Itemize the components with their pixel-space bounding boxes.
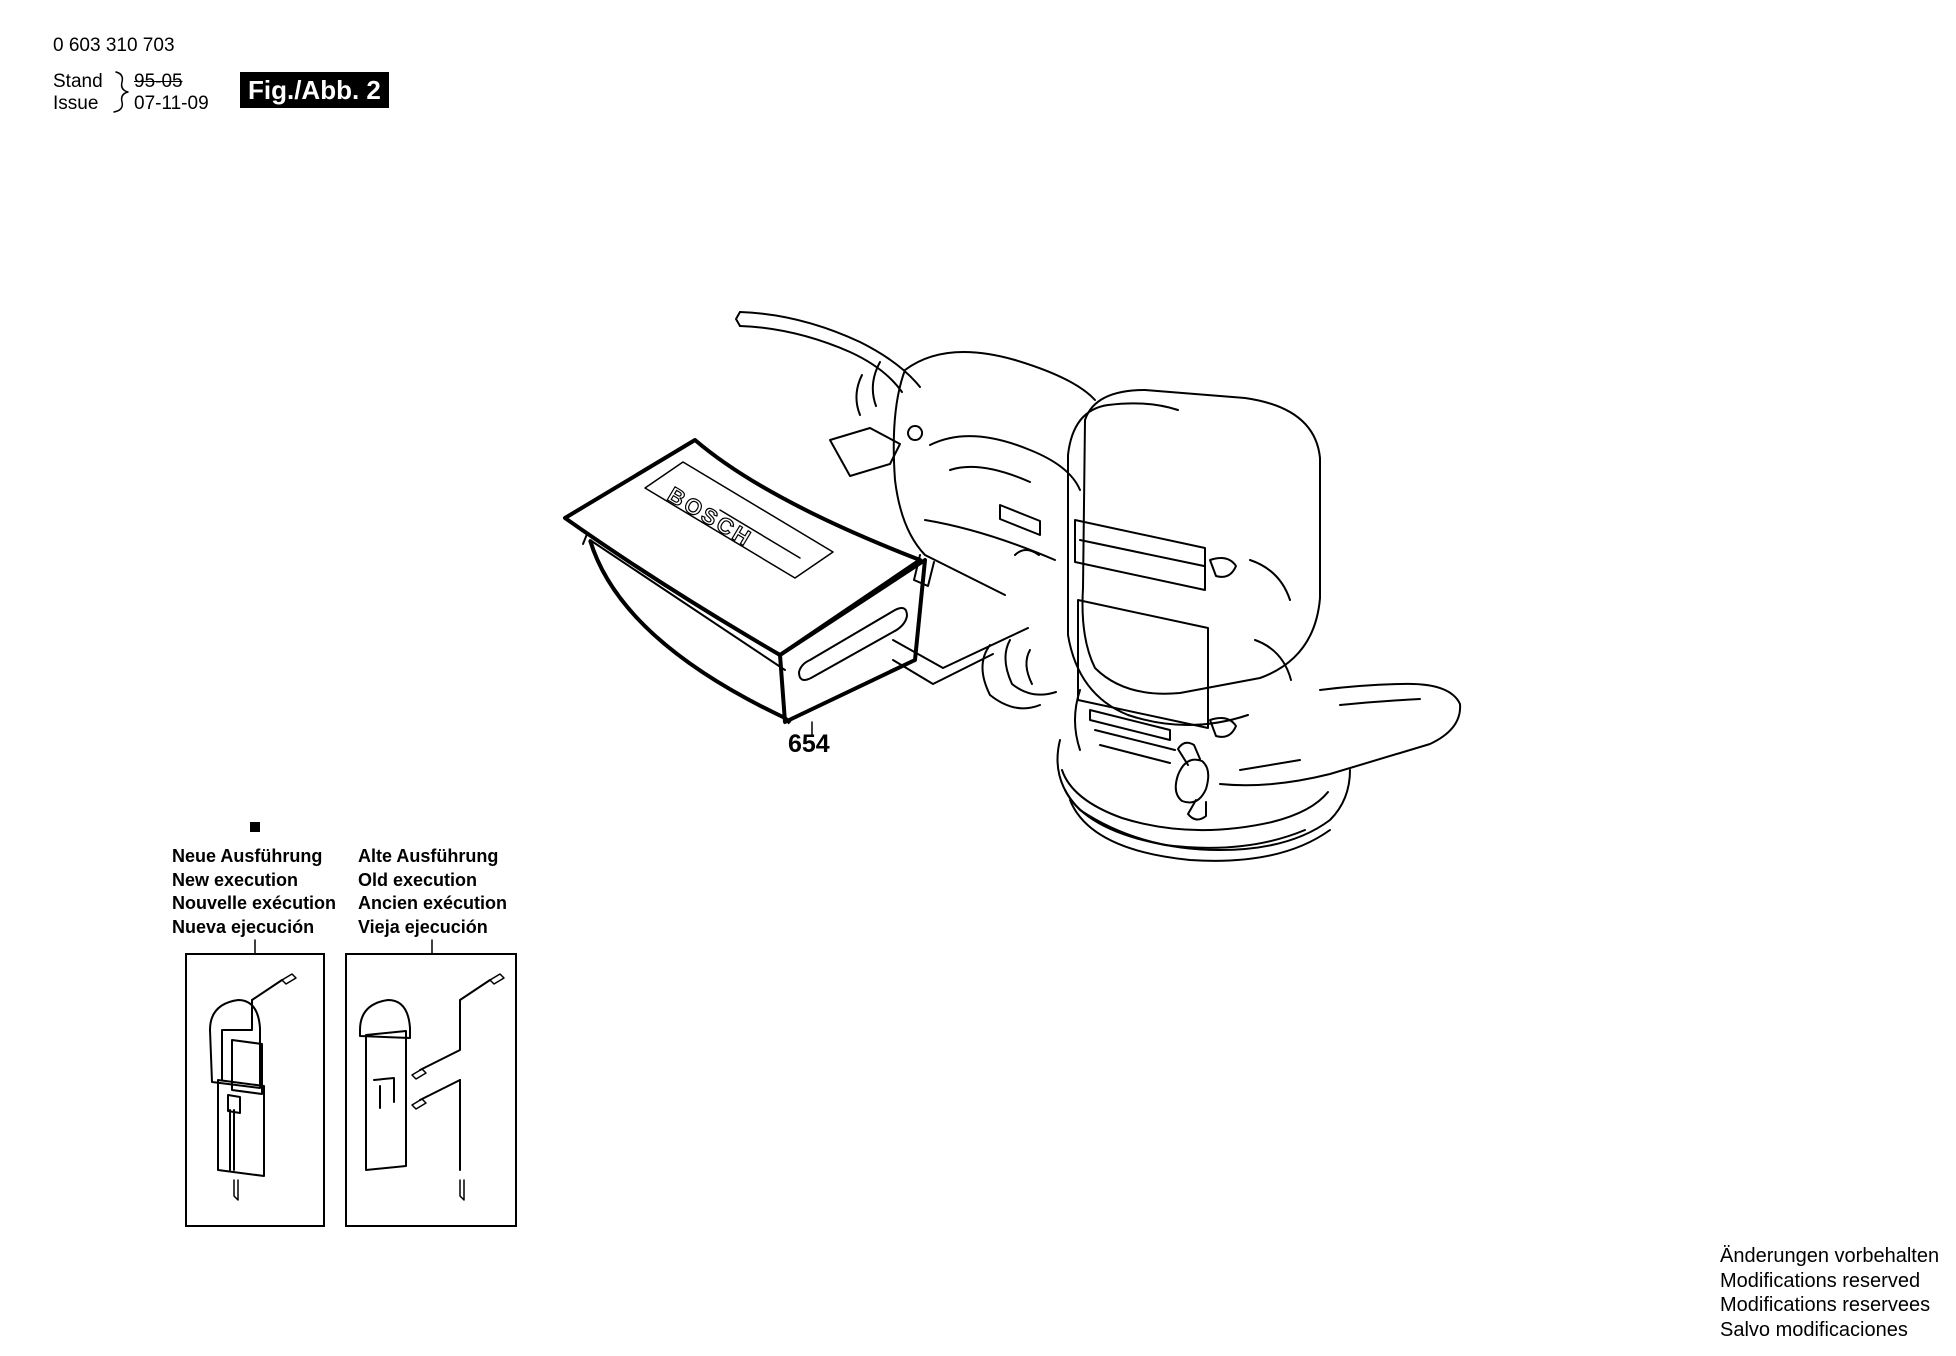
dust-outlet	[829, 427, 1057, 710]
footer-es: Salvo modificaciones	[1720, 1318, 1908, 1341]
front-handle	[1219, 682, 1462, 787]
legend-new-es: Nueva ejecución	[172, 916, 315, 937]
legend-old-en: Old execution	[358, 869, 478, 890]
legend-old-es: Vieja ejecución	[358, 916, 488, 937]
part-label-654: 654	[788, 730, 830, 758]
new-execution-panel	[185, 939, 325, 1227]
modifications-notice: Änderungen vorbehalten Modifications res…	[1720, 1244, 1939, 1342]
legend-old-de: Alte Ausführung	[358, 846, 499, 866]
legend-old-fr: Ancien exécution	[358, 893, 508, 913]
motor-housing	[1067, 389, 1321, 738]
legend-old-execution: Alte Ausführung Old execution Ancien exé…	[358, 845, 507, 939]
base-pad	[1056, 689, 1351, 862]
footer-en: Modifications reserved	[1720, 1269, 1921, 1292]
power-cord	[735, 311, 921, 416]
legend-new-de: Neue Ausführung	[172, 846, 323, 866]
dust-bag	[563, 438, 1029, 736]
locking-knob	[1174, 741, 1210, 821]
old-date: 95-05	[134, 71, 183, 92]
legend-marker	[250, 822, 260, 832]
footer-de: Änderungen vorbehalten	[1720, 1245, 1940, 1267]
old-execution-panel	[345, 939, 517, 1227]
footer-fr: Modifications reservees	[1720, 1294, 1931, 1316]
figure-label: Fig./Abb. 2	[240, 72, 389, 108]
issue-date: 07-11-09	[134, 93, 209, 114]
legend-new-en: New execution	[172, 869, 299, 890]
part-number: 0 603 310 703	[53, 35, 175, 56]
bag-brand-logo: BOSCH	[663, 482, 757, 552]
legend-new-fr: Nouvelle exécution	[172, 893, 337, 913]
stand-label: Stand	[53, 71, 103, 92]
issue-label: Issue	[53, 93, 99, 114]
legend-new-execution: Neue Ausführung New execution Nouvelle e…	[172, 845, 336, 939]
